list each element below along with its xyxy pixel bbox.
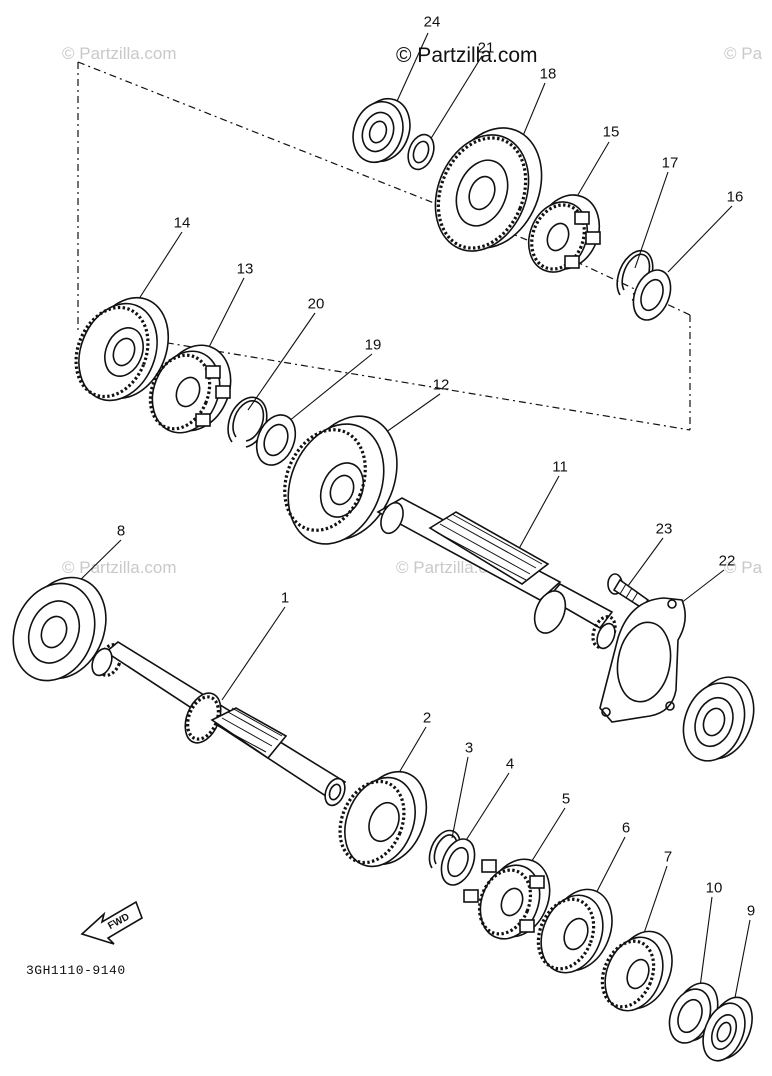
callout-13: 13 (236, 260, 254, 278)
callout-23: 23 (655, 520, 673, 538)
washer-4 (440, 838, 476, 886)
gear-7 (600, 930, 673, 1012)
watermark-top-right: © Pa (724, 44, 763, 63)
callout-20: 20 (307, 295, 325, 313)
callout-16: 16 (726, 188, 744, 206)
bolt-23 (607, 573, 650, 610)
main-shaft-1 (91, 641, 347, 807)
callout-17: 17 (661, 154, 679, 172)
shaft-11 (376, 497, 617, 650)
callout-14: 14 (173, 214, 191, 232)
gear-18 (434, 127, 543, 252)
callout-9: 9 (746, 902, 756, 920)
callout-19: 19 (364, 336, 382, 354)
collar-9 (702, 996, 753, 1062)
callout-18: 18 (539, 65, 557, 83)
callout-24: 24 (423, 13, 441, 31)
washer-21 (407, 133, 435, 171)
callout-22: 22 (718, 552, 736, 570)
callout-6: 6 (621, 819, 631, 837)
watermark-top-left: © Partzilla.com (62, 44, 177, 63)
bearing-24 (352, 97, 411, 164)
callout-15: 15 (602, 123, 620, 141)
gear-13 (148, 344, 232, 434)
callout-21: 21 (477, 39, 495, 57)
callout-10: 10 (705, 879, 723, 897)
watermark-mid-right: © Pa (724, 558, 763, 577)
callout-7: 7 (663, 848, 673, 866)
gear-14 (74, 296, 170, 402)
callout-5: 5 (561, 790, 571, 808)
callout-12: 12 (432, 376, 450, 394)
gear-12 (283, 415, 398, 545)
callout-3: 3 (464, 739, 474, 757)
bearing-countershaft-end (682, 676, 755, 762)
retainer-plate-22 (599, 597, 686, 723)
callout-8: 8 (116, 522, 126, 540)
callout-11: 11 (552, 458, 568, 476)
gear-2 (338, 770, 428, 868)
gear-5 (463, 858, 551, 940)
callout-2: 2 (422, 709, 432, 727)
diagram-code: 3GH1110-9140 (26, 963, 126, 978)
watermark-top-center: © Partzilla.com (396, 44, 538, 67)
washer-10 (668, 982, 719, 1044)
callout-4: 4 (505, 755, 515, 773)
washer-16 (632, 269, 672, 321)
callout-1: 1 (280, 589, 290, 607)
gear-15 (527, 194, 601, 273)
washer-19 (255, 414, 297, 466)
gear-6 (536, 888, 613, 974)
watermark-mid-left: © Partzilla.com (62, 558, 177, 577)
fwd-arrow-icon: FWD (80, 900, 143, 945)
bearing-8 (12, 576, 107, 682)
